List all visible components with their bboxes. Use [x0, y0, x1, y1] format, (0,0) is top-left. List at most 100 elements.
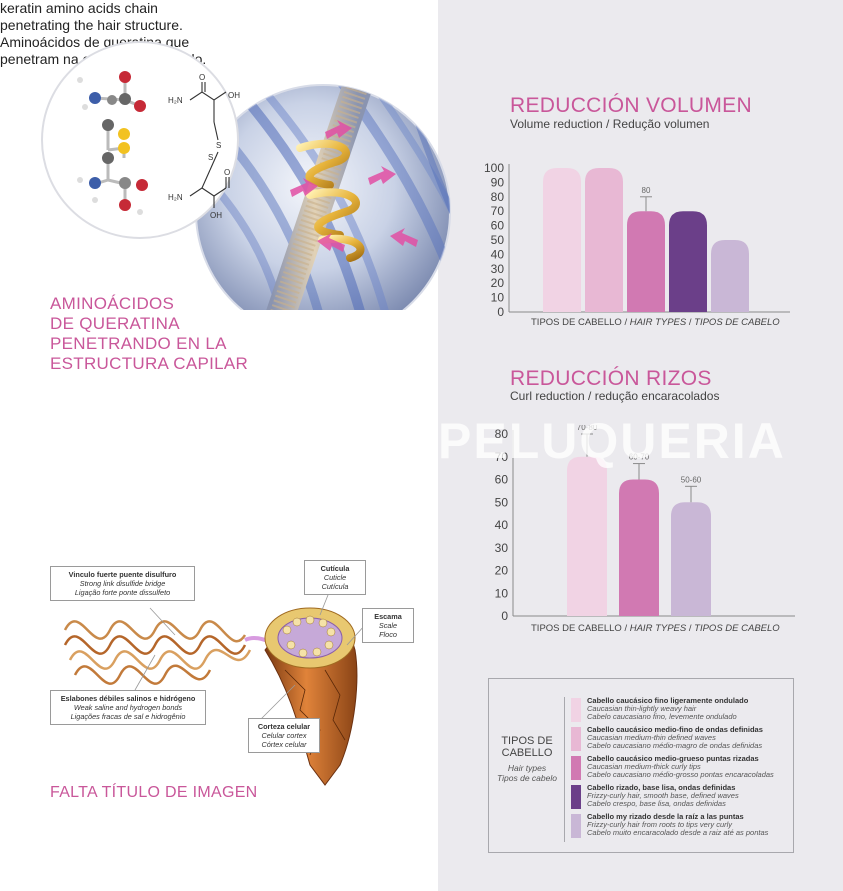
bar — [627, 211, 665, 312]
oh-top-label: OH — [228, 91, 240, 100]
y-tick-label: 60 — [495, 473, 509, 487]
bar — [669, 211, 707, 312]
y-tick-label: 80 — [491, 190, 505, 204]
data-label: 60-70 — [629, 453, 650, 462]
atoms — [77, 71, 148, 215]
xlabel-part: HAIR TYPES — [629, 317, 687, 328]
legend-heading-line: CABELLO — [501, 747, 553, 759]
watermark: PELUQUERIA — [438, 413, 786, 469]
legend-item-en: Caucasian medium-thin defined waves — [587, 733, 716, 742]
keratin-title-line: DE QUERATINA — [50, 314, 180, 333]
cortex-callout: Corteza celular Celular cortex Córtex ce… — [248, 718, 320, 753]
callout-pt: Ligações fracas de sal e hidrogênio — [70, 712, 186, 721]
legend-subheading-line: Hair types — [507, 763, 547, 773]
y-tick-label: 60 — [491, 219, 505, 233]
keratin-title: AMINOÁCIDOS DE QUERATINA PENETRANDO EN L… — [50, 294, 300, 374]
y-tick-label: 20 — [495, 564, 509, 578]
s1-label: S — [216, 141, 221, 150]
callout-title: Escama — [374, 612, 402, 621]
y-tick-label: 40 — [491, 247, 505, 261]
description-line: penetrating the hair structure. — [0, 17, 183, 33]
volume-chart-subtitle: Volume reduction / Redução volumen — [510, 117, 710, 131]
callout-en: Scale — [378, 621, 398, 630]
molecule-circle — [41, 41, 239, 239]
callout-en: Celular cortex — [261, 731, 307, 740]
bar — [543, 168, 581, 312]
bar — [567, 456, 607, 616]
weak-bonds-callout: Eslabones débiles salinos e hidrógeno We… — [50, 690, 206, 725]
nh2-top-label: H₂N — [168, 96, 183, 105]
xlabel-part: HAIR TYPES — [629, 623, 687, 634]
legend-item-title: Cabello caucásico medio-grueso puntas ri… — [587, 754, 759, 763]
callout-pt: Córtex celular — [261, 740, 307, 749]
legend-swatch — [571, 756, 581, 780]
o-top-label: O — [199, 73, 205, 82]
legend-swatch — [571, 814, 581, 838]
keratin-title-line: PENETRANDO EN LA — [50, 334, 227, 353]
y-tick-label: 20 — [491, 276, 505, 290]
legend-swatch — [571, 785, 581, 809]
disulfide-callout: Vinculo fuerte puente disulfuro Strong l… — [50, 566, 195, 601]
callout-pt: Ligação forte ponte dissulfeto — [74, 588, 171, 597]
legend-text: Cabello my rizado desde la raíz a las pu… — [587, 813, 792, 837]
y-tick-label: 90 — [491, 175, 505, 189]
y-tick-label: 50 — [495, 495, 509, 509]
legend-subheading-line: Tipos de cabelo — [497, 773, 557, 783]
nh2-bottom-label: H₂N — [168, 193, 183, 202]
y-tick-label: 0 — [501, 609, 508, 623]
bar — [671, 502, 711, 616]
curl-chart-subtitle: Curl reduction / redução encaracolados — [510, 389, 720, 403]
fade-overlay — [40, 420, 300, 446]
y-tick-label: 80 — [495, 427, 509, 441]
volume-chart-xlabel: TIPOS DE CABELLO / HAIR TYPES / TIPOS DE… — [531, 317, 780, 328]
curl-chart-title: REDUCCIÓN RIZOS — [510, 367, 712, 390]
bar — [711, 240, 749, 312]
keratin-title-line: ESTRUCTURA CAPILAR — [50, 354, 249, 373]
legend-text: Cabello caucásico medio-grueso puntas ri… — [587, 755, 792, 779]
bar — [619, 479, 659, 616]
legend-item-en: Frizzy-curly hair from roots to tips ver… — [587, 820, 733, 829]
data-label: 80 — [642, 186, 651, 195]
description-line: keratin amino acids chain — [0, 0, 158, 16]
callout-title: Vinculo fuerte puente disulfuro — [68, 570, 177, 579]
y-tick-label: 40 — [495, 518, 509, 532]
callout-en: Weak saline and hydrogen bonds — [73, 703, 183, 712]
xlabel-part: / — [686, 317, 695, 328]
legend-item-en: Caucasian medium-thick curly tips — [587, 762, 701, 771]
y-tick-label: 10 — [491, 291, 505, 305]
legend-text: Cabello caucásico medio-fino de ondas de… — [587, 726, 792, 750]
scale-callout: Escama Scale Floco — [362, 608, 414, 643]
cuticle-callout: Cutícula Cuticle Cutícula — [304, 560, 366, 595]
y-tick-label: 10 — [495, 586, 509, 600]
s2-label: S — [208, 153, 213, 162]
legend-item-pt: Cabelo caucasiano médio-grosso pontas en… — [587, 770, 774, 779]
legend-item-pt: Cabelo muito encaracolado desde a raiz a… — [587, 828, 769, 837]
data-label: 50-60 — [681, 475, 702, 484]
keratin-hair-illustration: H₂N OH O S S H₂N OH O — [41, 41, 451, 310]
hair-structure-illustration — [63, 590, 366, 786]
legend-divider — [564, 697, 565, 842]
keratin-helix — [63, 620, 281, 685]
y-tick-label: 70 — [495, 450, 509, 464]
legend-item-title: Cabello rizado, base lisa, ondas definid… — [587, 783, 736, 792]
y-tick-label: 30 — [495, 541, 509, 555]
legend-item-title: Cabello my rizado desde la raíz a las pu… — [587, 812, 744, 821]
curl-chart-xlabel: TIPOS DE CABELLO / HAIR TYPES / TIPOS DE… — [531, 623, 780, 634]
legend-item-pt: Cabelo crespo, base lisa, ondas definida… — [587, 799, 726, 808]
legend-text: Cabello caucásico fino ligeramente ondul… — [587, 697, 792, 721]
y-tick-label: 30 — [491, 262, 505, 276]
xlabel-part: TIPOS DE CABELO — [694, 317, 780, 328]
callout-title: Eslabones débiles salinos e hidrógeno — [60, 694, 196, 703]
legend-heading: TIPOS DE CABELLO Hair types Tipos de cab… — [497, 735, 557, 783]
xlabel-part: TIPOS DE CABELO — [694, 623, 780, 634]
y-tick-label: 0 — [497, 305, 504, 319]
legend-item-en: Caucasian thin-lightly weavy hair — [587, 704, 697, 713]
callout-pt: Floco — [379, 630, 397, 639]
oh-bottom-label: OH — [210, 211, 222, 220]
skeletal-formula — [189, 82, 230, 208]
callout-title: Corteza celular — [257, 722, 311, 731]
legend-text: Cabello rizado, base lisa, ondas definid… — [587, 784, 792, 808]
legend-item-pt: Cabelo caucasiano fino, levemente ondula… — [587, 712, 737, 721]
xlabel-part: TIPOS DE CABELLO / — [531, 623, 630, 634]
